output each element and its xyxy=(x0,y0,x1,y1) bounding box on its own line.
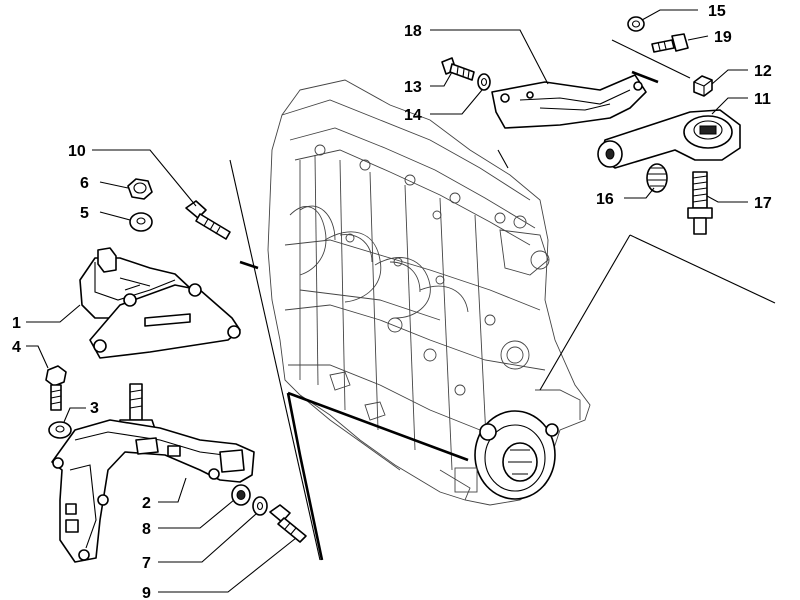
callout-9: 9 xyxy=(142,585,151,600)
callout-labels: 1 2 3 4 5 6 7 8 9 10 11 12 13 14 15 16 1… xyxy=(12,3,772,600)
engine-block xyxy=(267,79,591,506)
part-6-nut xyxy=(127,178,153,200)
part-9-bolt xyxy=(269,504,307,543)
part-19-bolt xyxy=(651,33,689,53)
leader-lines xyxy=(26,9,748,593)
part-16-bush xyxy=(646,163,668,193)
part-12-nut xyxy=(693,75,713,97)
callout-13: 13 xyxy=(404,79,422,96)
part-10-bolt xyxy=(185,200,231,240)
part-14-washer xyxy=(477,73,491,91)
part-3-washer xyxy=(48,421,72,439)
callout-3: 3 xyxy=(90,400,99,417)
part-11-torque-rod xyxy=(597,109,741,169)
section-lines xyxy=(229,39,776,561)
callout-16: 16 xyxy=(596,191,614,208)
callout-8: 8 xyxy=(142,521,151,538)
callout-5: 5 xyxy=(80,205,89,222)
callout-15: 15 xyxy=(708,3,726,20)
part-8-nut xyxy=(231,484,251,506)
part-5-washer xyxy=(129,212,153,232)
callout-10: 10 xyxy=(68,143,86,160)
callout-2: 2 xyxy=(142,495,151,512)
crank-pulley xyxy=(474,410,559,500)
callout-4: 4 xyxy=(12,339,21,356)
part-17-stud xyxy=(687,171,713,235)
callout-18: 18 xyxy=(404,23,422,40)
part-15-washer xyxy=(627,16,645,32)
callout-7: 7 xyxy=(142,555,151,572)
part-13-bolt xyxy=(441,57,475,81)
callout-12: 12 xyxy=(754,63,772,80)
callout-14: 14 xyxy=(404,107,422,124)
part-7-washer xyxy=(252,496,268,516)
part-2-bracket xyxy=(51,383,255,563)
part-1-engine-mount xyxy=(79,247,241,359)
callout-6: 6 xyxy=(80,175,89,192)
callout-17: 17 xyxy=(754,195,772,212)
callout-1: 1 xyxy=(12,315,21,332)
callout-11: 11 xyxy=(754,91,771,108)
callout-19: 19 xyxy=(714,29,732,46)
part-18-upper-bracket xyxy=(491,74,647,129)
part-4-bolt xyxy=(45,365,67,411)
